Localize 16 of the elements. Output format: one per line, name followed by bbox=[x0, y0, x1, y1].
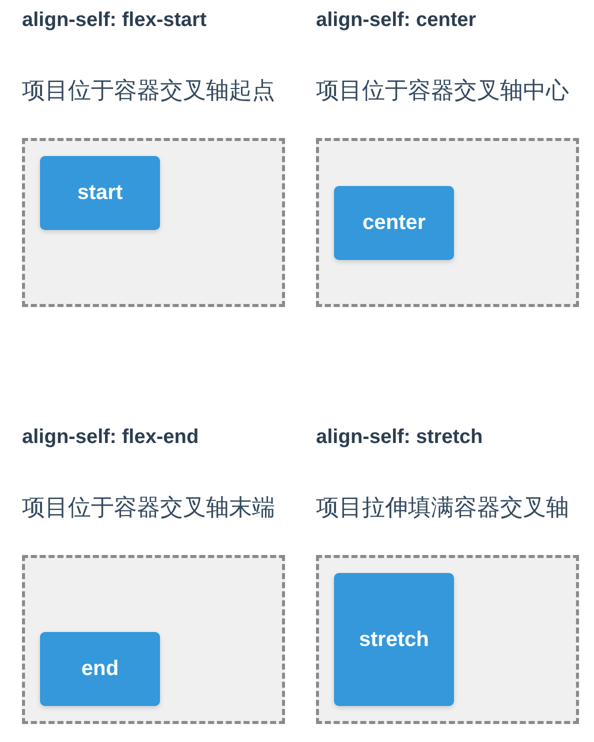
flex-item: start bbox=[40, 156, 160, 230]
flex-container bbox=[316, 555, 579, 724]
flex-container bbox=[22, 138, 285, 307]
description-text: 项目拉伸填满容器交叉轴 bbox=[316, 493, 569, 521]
flex-container bbox=[22, 555, 285, 724]
property-heading: align-self: flex-start bbox=[22, 8, 206, 32]
description-text: 项目位于容器交叉轴末端 bbox=[22, 493, 275, 521]
flex-item: end bbox=[40, 632, 160, 706]
description-text: 项目位于容器交叉轴中心 bbox=[316, 76, 569, 104]
property-heading: align-self: flex-end bbox=[22, 425, 199, 449]
property-heading: align-self: center bbox=[316, 8, 476, 32]
description-text: 项目位于容器交叉轴起点 bbox=[22, 76, 275, 104]
flex-item: center bbox=[334, 186, 454, 260]
flex-item: stretch bbox=[334, 573, 454, 706]
flex-container bbox=[316, 138, 579, 307]
property-heading: align-self: stretch bbox=[316, 425, 483, 449]
